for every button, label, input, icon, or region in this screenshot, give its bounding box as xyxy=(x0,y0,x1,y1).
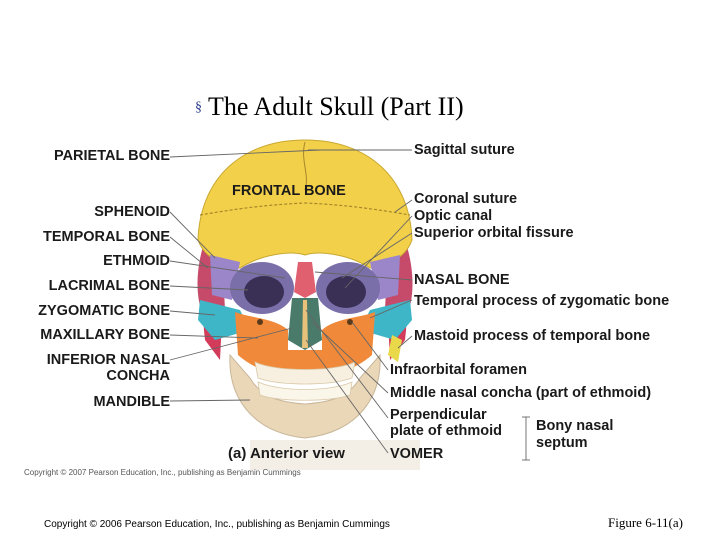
label-septum: septum xyxy=(536,435,588,451)
figure-copyright: Copyright © 2007 Pearson Education, Inc.… xyxy=(24,468,301,477)
label-sphenoid: SPHENOID xyxy=(30,204,170,220)
label-parietal-bone: PARIETAL BONE xyxy=(30,148,170,164)
label-inferior-nasal: INFERIOR NASAL xyxy=(10,352,170,368)
label-concha: CONCHA xyxy=(10,368,170,384)
label-frontal-bone: FRONTAL BONE xyxy=(232,183,346,199)
label-infraorbital-foramen: Infraorbital foramen xyxy=(390,362,527,378)
label-nasal-bone: NASAL BONE xyxy=(414,272,510,288)
label-temporal-bone: TEMPORAL BONE xyxy=(20,229,170,245)
label-bony-nasal: Bony nasal xyxy=(536,418,613,434)
slide-copyright: Copyright © 2006 Pearson Education, Inc.… xyxy=(44,519,390,530)
figure-number: Figure 6-11(a) xyxy=(608,515,683,531)
label-middle-nasal-concha: Middle nasal concha (part of ethmoid) xyxy=(390,385,651,401)
infraorbital-foramen-left xyxy=(257,319,263,325)
label-sagittal-suture: Sagittal suture xyxy=(414,142,515,158)
label-zygomatic-bone: ZYGOMATIC BONE xyxy=(10,303,170,319)
label-mandible: MANDIBLE xyxy=(30,394,170,410)
orbit-right-inner xyxy=(326,276,366,308)
label-mastoid-process: Mastoid process of temporal bone xyxy=(414,328,650,344)
label-perpendicular: Perpendicular xyxy=(390,407,487,423)
label-ethmoid: ETHMOID xyxy=(30,253,170,269)
label-lacrimal-bone: LACRIMAL BONE xyxy=(20,278,170,294)
label-temporal-process: Temporal process of zygomatic bone xyxy=(414,293,669,309)
lower-teeth xyxy=(258,382,352,400)
label-coronal-suture: Coronal suture xyxy=(414,191,517,207)
orbit-left-inner xyxy=(244,276,284,308)
label-maxillary-bone: MAXILLARY BONE xyxy=(10,327,170,343)
frontal-bone xyxy=(198,140,412,268)
nasal-bone xyxy=(294,262,316,298)
view-caption: (a) Anterior view xyxy=(228,445,345,462)
label-optic-canal: Optic canal xyxy=(414,208,492,224)
label-superior-orbital-fissure: Superior orbital fissure xyxy=(414,225,574,241)
label-plate-of-ethmoid: plate of ethmoid xyxy=(390,423,502,439)
label-vomer: VOMER xyxy=(390,446,443,462)
